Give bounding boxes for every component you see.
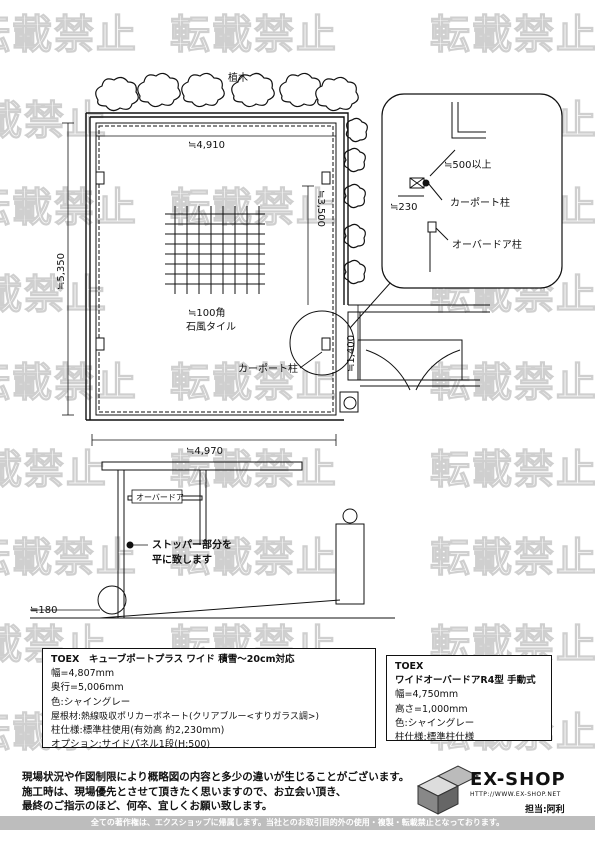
site-notes: 現場状況や作図制限により概略図の内容と多少の違いが生じることがございます。 施工… <box>22 770 409 814</box>
detail-carport-pillar: カーポート柱 <box>450 196 510 209</box>
dim-bottom-width <box>91 434 337 446</box>
spec-line: 高さ=1,000mm <box>395 703 468 715</box>
dim-bottom-width-label: ≒4,970 <box>186 446 223 457</box>
dim-inner-depth-label: ≒3,500 <box>315 190 326 227</box>
detail-bubble <box>381 93 563 289</box>
carport-pillar-label-plan: カーポート柱 <box>238 362 298 375</box>
spec-line: TOEX <box>395 661 424 672</box>
overdoor-spec-box: TOEX ワイドオーバードアR4型 手動式 幅=4,750mm 高さ=1,000… <box>386 655 552 743</box>
copyright-footer: 全ての著作権は、エクスショップに帰属します。当社とのお取引目的外の使用・複製・転… <box>0 816 595 830</box>
overdoor-area <box>339 304 490 413</box>
carport-pillars <box>95 171 331 351</box>
dim-left-height-label: ≒5,350 <box>56 253 67 290</box>
overdoor-tag <box>131 489 183 504</box>
brand-url: HTTP://WWW.EX-SHOP.NET <box>470 791 561 798</box>
tree-row-top <box>95 72 359 112</box>
spec-line: 柱仕様:標準柱使用(有効高 約2,230mm) <box>51 725 225 737</box>
stopper-label-1: ストッパー部分を <box>152 538 232 551</box>
dim-top-width <box>95 130 337 142</box>
spec-line: 屋根材:熱線吸収ポリカーボネート(クリアブルー<すりガラス調>) <box>51 711 319 722</box>
dim-top-width-label: ≒4,910 <box>188 140 225 151</box>
dim-1400-label: ≒1,400 <box>346 335 357 372</box>
detail-overdoor-pillar: オーバードア柱 <box>452 238 522 251</box>
overdoor-label: オーバードア <box>136 493 184 502</box>
detail-dim-500: ≒500以上 <box>444 159 491 171</box>
spec-line: オプション:サイドパネル1段(H:500) <box>51 739 211 751</box>
tile-grid <box>165 206 265 294</box>
detail-contents <box>398 102 486 272</box>
tile-type-label: 石風タイル <box>186 321 236 333</box>
spec-line: TOEX キューブポートプラス ワイド 積雪～20cm対応 <box>51 654 295 665</box>
spec-line: ワイドオーバードアR4型 手動式 <box>395 675 536 687</box>
spec-line: 奥行=5,006mm <box>51 682 124 694</box>
spec-line: 柱仕様:標準柱仕様 <box>395 732 475 744</box>
logo-cube-icon <box>416 765 480 815</box>
detail-dim-230: ≒230 <box>390 202 417 213</box>
tree-label: 植木 <box>228 71 248 84</box>
spec-line: 色:シャイングレー <box>51 696 131 708</box>
spec-line: 色:シャイングレー <box>395 717 475 729</box>
tree-row-right <box>343 117 368 285</box>
note-line: 施工時は、現場優先とさせて頂きたく思いますので、お立会い頂き、 <box>22 785 347 798</box>
staff-label: 担当:阿利 <box>525 805 565 815</box>
dim-inner-depth <box>302 185 314 305</box>
note-line: 最終のご指示のほど、何卒、宜しくお願い致します。 <box>22 800 273 812</box>
brand-name: EX-SHOP <box>470 769 566 790</box>
carport-roof <box>95 122 337 416</box>
carport-spec-box: TOEX キューブポートプラス ワイド 積雪～20cm対応 幅=4,807mm … <box>42 648 376 750</box>
spec-line: 幅=4,807mm <box>51 668 115 680</box>
spec-line: 幅=4,750mm <box>395 689 459 701</box>
note-line: 現場状況や作図制限により概略図の内容と多少の違いが生じることがございます。 <box>22 771 410 783</box>
dim-left-height <box>62 122 74 416</box>
site-boundary <box>85 112 349 421</box>
tile-size-label: ≒100角 <box>188 307 225 319</box>
detail-callout-circle <box>289 310 355 376</box>
stopper-label-2: 平に致します <box>152 553 212 566</box>
carport-pillar-leader <box>299 351 323 369</box>
dim-180-label: ≒180 <box>30 605 57 616</box>
